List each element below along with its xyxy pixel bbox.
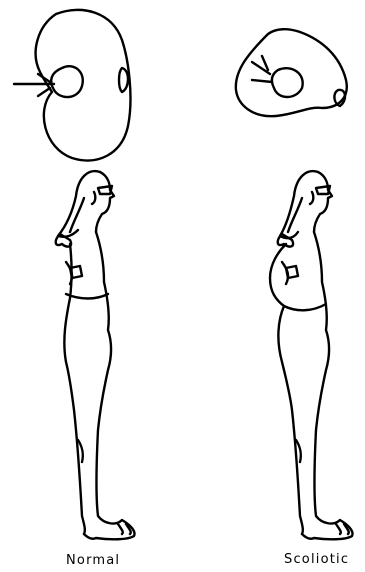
normal-neck-back: [70, 198, 84, 232]
scoliotic-head-oval: [272, 68, 303, 97]
scoliotic-caption: Scoliotic: [284, 552, 349, 567]
scoliotic-front-contour: [302, 232, 353, 539]
scoliotic-glasses: [316, 186, 330, 194]
normal-face-profile: [96, 172, 114, 232]
scoliotic-top-view: [236, 29, 347, 116]
normal-side-view: [56, 171, 135, 539]
normal-back-contour: [64, 244, 84, 534]
scoliotic-torso-outline: [236, 29, 347, 116]
normal-face-stroke-2: [38, 88, 50, 96]
normal-shoulder-blade: [119, 68, 128, 92]
scoliotic-face-profile: [314, 172, 332, 232]
normal-arm-line: [66, 294, 108, 299]
normal-caption: Normal: [66, 553, 120, 568]
normal-head-oval: [51, 66, 83, 97]
normal-top-view: [14, 10, 130, 161]
normal-ear: [92, 192, 95, 204]
scoliotic-back-contour: [270, 244, 303, 534]
scoliotic-wrist-curve: [282, 262, 288, 284]
scoliotic-side-view: [270, 171, 353, 539]
scoliotic-face-stroke-3: [252, 80, 272, 82]
normal-glasses: [98, 186, 112, 194]
normal-front-contour: [84, 232, 135, 539]
scoliotic-ear: [310, 192, 313, 204]
scoliotic-arm-line: [284, 304, 326, 310]
